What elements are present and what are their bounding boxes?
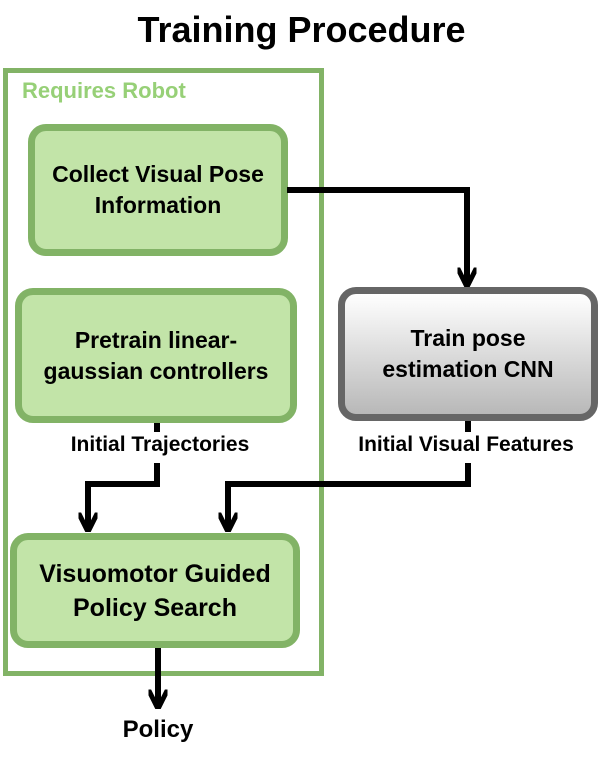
collect-visual-pose-node: Collect Visual Pose Information: [28, 124, 288, 256]
visuomotor-gps-node: Visuomotor Guided Policy Search: [10, 533, 300, 648]
train-pose-cnn-node: Train pose estimation CNN: [338, 287, 598, 421]
diagram-title: Training Procedure: [137, 9, 466, 50]
pretrain-controllers-node: Pretrain linear- gaussian controllers: [15, 288, 297, 423]
requires-robot-label: Requires Robot: [22, 78, 186, 103]
policy-label: Policy: [122, 716, 194, 743]
arrow-visual-features-to-gps: [228, 463, 471, 528]
arrow-collect-to-train-cnn: [287, 187, 467, 283]
requires-robot-group: [3, 68, 324, 676]
arrow-trajectories-to-gps: [88, 463, 160, 528]
initial-visual-features-label: Initial Visual Features: [358, 433, 574, 456]
initial-trajectories-label: Initial Trajectories: [70, 433, 250, 456]
